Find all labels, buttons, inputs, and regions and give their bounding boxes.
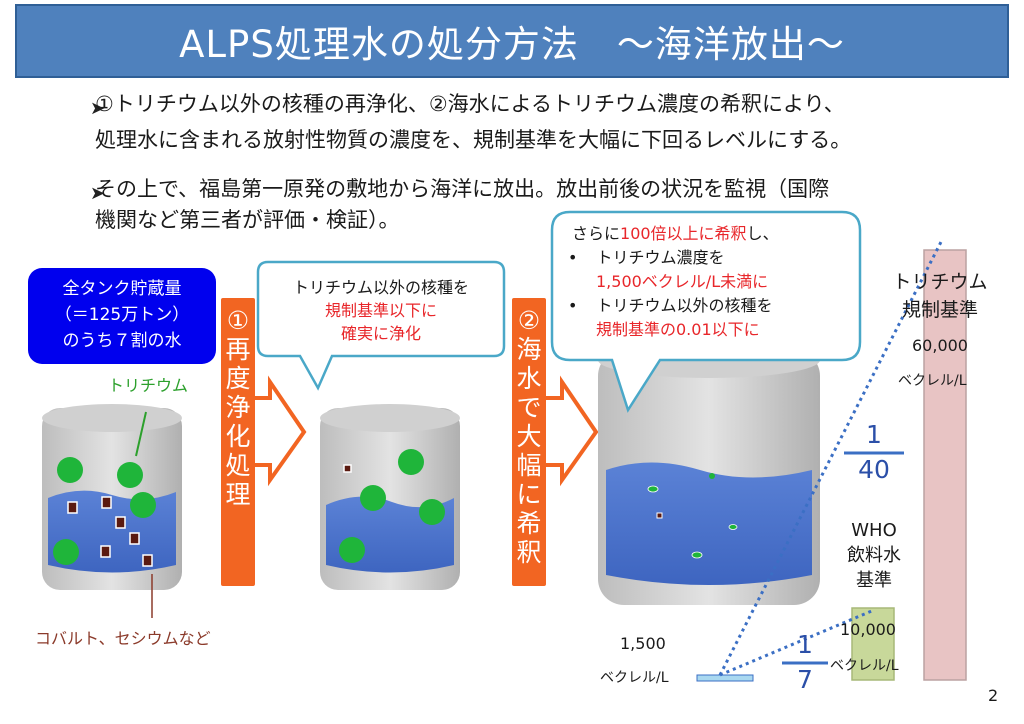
fraction-7-numerator: 1 [797, 630, 813, 659]
bullet-dot: • [568, 248, 578, 267]
tritium-standard-label: トリチウム 規制基準 [884, 268, 996, 324]
bullet-arrow-icon: ➤ [90, 183, 106, 204]
fraction-40-numerator: 1 [866, 420, 882, 449]
step-1-char: 度 [225, 364, 251, 393]
bubble-1-line-2: 規制基準以下に [324, 301, 437, 320]
who-standard-unit: ベクレル/L [830, 658, 899, 674]
bubble-2-bullet-1: • トリチウム濃度を [568, 248, 725, 267]
tritium-standard-bar [923, 249, 967, 681]
who-line-3: 基準 [856, 570, 892, 591]
bubble-2-bullet-2: • トリチウム以外の核種を [568, 296, 773, 315]
step-2-char: 希 [516, 509, 542, 538]
release-value: 1,500 [620, 634, 666, 653]
step-2-char: で [516, 393, 542, 422]
bubble-2-bullet-1-detail: 1,500ベクレル/L未満に [596, 272, 769, 291]
step-1-char: 浄 [225, 393, 251, 422]
release-unit: ベクレル/L [600, 670, 669, 686]
step-2-number: ② [517, 306, 541, 335]
who-standard-bar [851, 607, 895, 681]
tank-box-line-1: 全タンク貯蔵量 [62, 279, 182, 299]
step-1-char: 理 [225, 480, 251, 509]
step-1-char: 再 [225, 335, 251, 364]
bubble-2-bullet-2-detail: 規制基準の0.01以下に [596, 320, 760, 339]
tritium-standard-value: 60,000 [912, 336, 968, 355]
step-1-char: 化 [225, 422, 251, 451]
step-1-char: 処 [225, 451, 251, 480]
bullet-1-line-1: ①トリチウム以外の核種の再浄化、②海水によるトリチウム濃度の希釈により、 [95, 92, 845, 116]
tritium-std-line-2: 規制基準 [901, 299, 978, 321]
tank-1 [42, 404, 182, 590]
tritium-std-line-1: トリチウム [892, 271, 988, 293]
tank-box-line-2: （＝125万トン） [54, 305, 190, 325]
bubble-2-intro: さらに100倍以上に希釈し、 [572, 224, 779, 243]
bubble-1-line-1: トリチウム以外の核種を [292, 278, 469, 297]
arrow-right-icon [246, 375, 307, 487]
step-2-char: 水 [516, 364, 542, 393]
tank-box-line-3: のうち７割の水 [62, 331, 182, 351]
step-1-repurification-bar: ① 再 度 浄 化 処 理 [221, 298, 255, 586]
tank-2 [320, 404, 460, 590]
page-number: 2 [988, 686, 999, 705]
step-1-number: ① [226, 306, 250, 335]
cobalt-cesium-label: コバルト、セシウムなど [35, 629, 211, 648]
bubble-1-text: トリチウム以外の核種を 規制基準以下に 確実に浄化 [262, 276, 500, 345]
bubble-1-line-3: 確実に浄化 [340, 324, 421, 343]
bubble-2-text: さらに100倍以上に希釈し、 • トリチウム濃度を 1,500ベクレル/L未満に… [568, 222, 858, 342]
who-line-1: WHO [851, 520, 897, 541]
who-standard-value: 10,000 [840, 620, 896, 639]
step-2-char: 海 [516, 335, 542, 364]
speech-bubble-2 [550, 210, 862, 413]
page-title: ALPS処理水の処分方法 ～海洋放出～ [179, 23, 845, 66]
step-2-dilution-bar: ② 海 水 で 大 幅 に 希 釈 [512, 298, 546, 586]
step-2-char: 幅 [516, 451, 542, 480]
arrow-right-icon [538, 375, 599, 487]
bullet-dot: • [568, 296, 578, 315]
speech-bubble-1 [256, 260, 506, 391]
bullet-2-line-1: その上で、福島第一原発の敷地から海洋に放出。放出前後の状況を監視（国際 [95, 177, 830, 201]
bullet-2-line-2: 機関など第三者が評価・検証）。 [95, 208, 400, 232]
fraction-40-denominator: 40 [858, 455, 890, 484]
step-2-char: 釈 [516, 538, 542, 567]
total-tank-storage-box: 全タンク貯蔵量 （＝125万トン） のうち７割の水 [28, 268, 216, 364]
ratio-line-tritium [718, 239, 944, 676]
release-bar [696, 674, 754, 682]
who-standard-label: WHO 飲料水 基準 [834, 518, 914, 593]
step-2-char: に [516, 480, 542, 509]
bullet-1-line-2: 処理水に含まれる放射性物質の濃度を、規制基準を大幅に下回るレベルにする。 [95, 128, 852, 152]
tritium-standard-unit: ベクレル/L [898, 373, 967, 389]
tritium-label: トリチウム [108, 376, 189, 395]
fraction-7-denominator: 7 [797, 665, 813, 694]
step-2-char: 大 [516, 422, 542, 451]
title-bar: ALPS処理水の処分方法 ～海洋放出～ [15, 4, 1009, 78]
bullet-arrow-icon: ➤ [90, 98, 106, 119]
tritium-pointer-line [135, 411, 147, 457]
who-line-2: 飲料水 [847, 545, 901, 566]
